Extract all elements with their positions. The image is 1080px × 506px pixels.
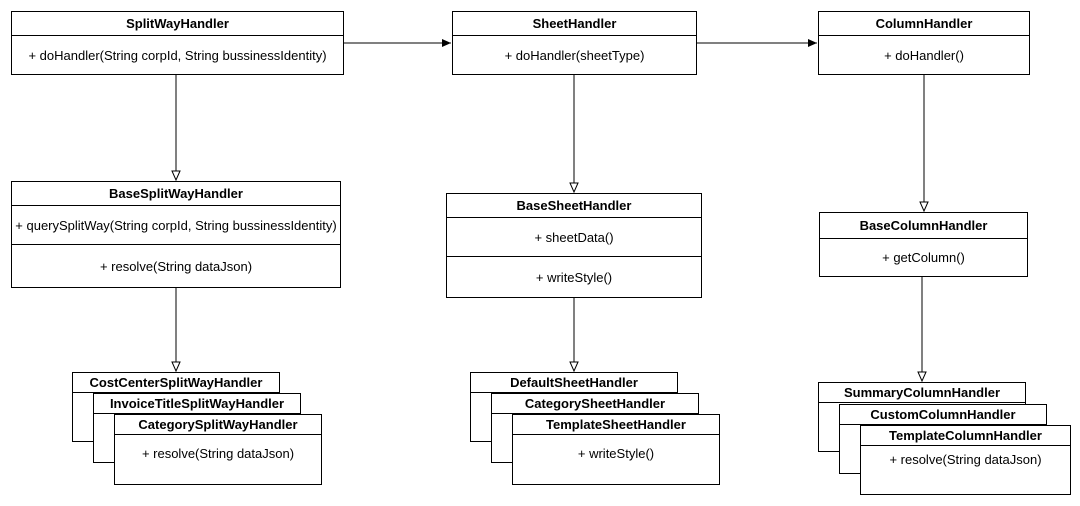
class-name: CustomColumnHandler (840, 405, 1046, 425)
class-base-column-handler[interactable]: BaseColumnHandler + getColumn() (819, 212, 1028, 277)
class-name: TemplateSheetHandler (513, 415, 719, 435)
method: + querySplitWay(String corpId, String bu… (15, 217, 337, 233)
method: + getColumn() (882, 250, 965, 265)
class-name: TemplateColumnHandler (861, 426, 1070, 446)
class-name: DefaultSheetHandler (471, 373, 677, 393)
class-name: ColumnHandler (819, 12, 1029, 36)
method: + doHandler(sheetType) (504, 47, 645, 63)
class-name: CategorySplitWayHandler (115, 415, 321, 435)
class-name: SplitWayHandler (12, 12, 343, 36)
class-template-sheet-handler[interactable]: TemplateSheetHandler + writeStyle() (512, 414, 720, 485)
class-name: SheetHandler (453, 12, 696, 36)
class-name: InvoiceTitleSplitWayHandler (94, 394, 300, 414)
method: + writeStyle() (447, 256, 701, 297)
class-name: BaseColumnHandler (820, 213, 1027, 239)
method: + doHandler() (884, 47, 964, 63)
class-name: BaseSheetHandler (447, 194, 701, 218)
class-base-sheet-handler[interactable]: BaseSheetHandler + sheetData() + writeSt… (446, 193, 702, 298)
class-split-way-handler[interactable]: SplitWayHandler + doHandler(String corpI… (11, 11, 344, 75)
method: + resolve(String dataJson) (12, 244, 340, 287)
method: + writeStyle() (577, 445, 655, 461)
class-base-split-way-handler[interactable]: BaseSplitWayHandler + querySplitWay(Stri… (11, 181, 341, 288)
class-name: BaseSplitWayHandler (12, 182, 340, 206)
method: + doHandler(String corpId, String bussin… (28, 47, 327, 63)
class-template-column-handler[interactable]: TemplateColumnHandler + resolve(String d… (860, 425, 1071, 495)
class-name: CategorySheetHandler (492, 394, 698, 414)
class-category-split-way-handler[interactable]: CategorySplitWayHandler + resolve(String… (114, 414, 322, 485)
method: + resolve(String dataJson) (889, 451, 1042, 467)
class-name: SummaryColumnHandler (819, 383, 1025, 403)
class-name: CostCenterSplitWayHandler (73, 373, 279, 393)
method: + resolve(String dataJson) (141, 445, 295, 461)
method: + sheetData() (534, 229, 614, 245)
class-sheet-handler[interactable]: SheetHandler + doHandler(sheetType) (452, 11, 697, 75)
class-column-handler[interactable]: ColumnHandler + doHandler() (818, 11, 1030, 75)
